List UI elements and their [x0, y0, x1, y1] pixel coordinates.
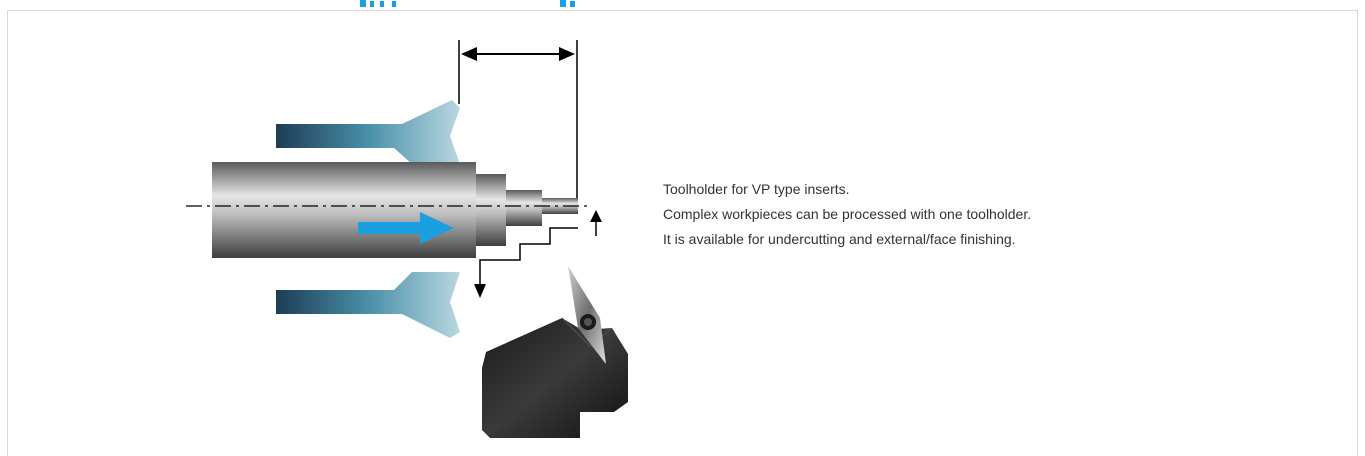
description-line: Toolholder for VP type inserts. — [663, 181, 850, 197]
dimension-marker — [458, 40, 578, 202]
tool-path — [474, 210, 602, 298]
description-line: Complex workpieces can be processed with… — [663, 206, 1032, 222]
feed-direction-arrow — [358, 212, 454, 244]
cropped-heading-marks — [360, 0, 575, 7]
machining-diagram — [150, 28, 650, 448]
cutting-insert — [568, 266, 606, 364]
description-block: Toolholder for VP type inserts. Complex … — [663, 181, 1303, 256]
upper-chuck-jaw — [276, 100, 460, 164]
toolholder-body — [482, 317, 628, 438]
cropped-heading-strip — [0, 0, 1365, 10]
lower-chuck-jaw — [276, 272, 460, 338]
description-line: It is available for undercutting and ext… — [663, 231, 1016, 247]
machining-diagram-svg — [186, 40, 628, 438]
workpiece-shaft — [212, 162, 578, 258]
